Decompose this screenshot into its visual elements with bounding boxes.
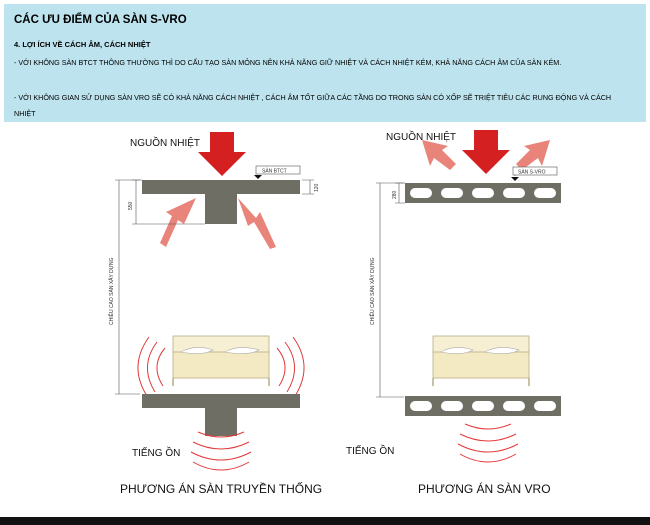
- left-deflect-arrow-1: [160, 198, 196, 247]
- right-slab-tag-box: [512, 166, 558, 176]
- left-dim-beam: 550: [128, 201, 134, 210]
- left-dim-slab: 120: [314, 183, 320, 192]
- right-noise-label: TIẾNG ỒN: [346, 444, 394, 457]
- header-panel: CÁC ƯU ĐIỂM CỦA SÀN S-VRO 4. LỢI ÍCH VỀ …: [4, 4, 646, 122]
- left-deflect-arrow-2: [238, 198, 276, 249]
- left-slab-tag: SÀN BTCT: [262, 168, 287, 175]
- right-sound-waves-lower: [457, 423, 519, 463]
- right-height-label: CHIỀU CAO SÀN XÂY DỰNG: [369, 257, 376, 325]
- left-slab-tag-box: [255, 165, 301, 175]
- paragraph-traditional: - VỚI KHÔNG SÀN BTCT THÔNG THƯỜNG THÌ DO…: [14, 58, 562, 67]
- left-caption: PHƯƠNG ÁN SÀN TRUYỀN THỐNG: [120, 481, 322, 496]
- left-heat-arrow: [198, 132, 246, 176]
- left-noise-label: TIẾNG ỒN: [132, 446, 180, 459]
- right-heat-arrow: [462, 130, 510, 174]
- section-subtitle: 4. LỢI ÍCH VỀ CÁCH ÂM, CÁCH NHIỆT: [14, 40, 151, 49]
- page-title: CÁC ƯU ĐIỂM CỦA SÀN S-VRO: [14, 14, 187, 26]
- left-heat-label: NGUỒN NHIỆT: [130, 136, 200, 149]
- right-vro-slab-bottom: [405, 396, 561, 416]
- right-deflect-arrow-right: [516, 140, 550, 170]
- right-dim-slab: 280: [392, 190, 398, 199]
- right-slab-tag: SÀN S-VRO: [518, 169, 546, 176]
- right-caption: PHƯƠNG ÁN SÀN VRO: [418, 481, 551, 496]
- left-concrete-slab-top: [142, 180, 300, 194]
- right-heat-label: NGUỒN NHIỆT: [386, 130, 456, 143]
- left-sound-waves-upper: [137, 336, 305, 397]
- right-bed-icon: [432, 335, 530, 387]
- paragraph-vro: - VỚI KHÔNG GIAN SỬ DỤNG SÀN VRO SẼ CÓ K…: [14, 93, 612, 118]
- left-concrete-slab-bottom: [142, 394, 300, 408]
- left-concrete-beam-top: [205, 194, 237, 224]
- right-deflect-arrow-left: [422, 140, 456, 170]
- left-height-label: CHIỀU CAO SÀN XÂY DỰNG: [108, 257, 115, 325]
- bottom-bar: [0, 517, 650, 525]
- left-bed-icon: [172, 335, 270, 387]
- right-vro-slab-top: [405, 183, 561, 203]
- left-concrete-beam-bottom: [205, 408, 237, 436]
- left-sound-waves-lower: [190, 431, 252, 471]
